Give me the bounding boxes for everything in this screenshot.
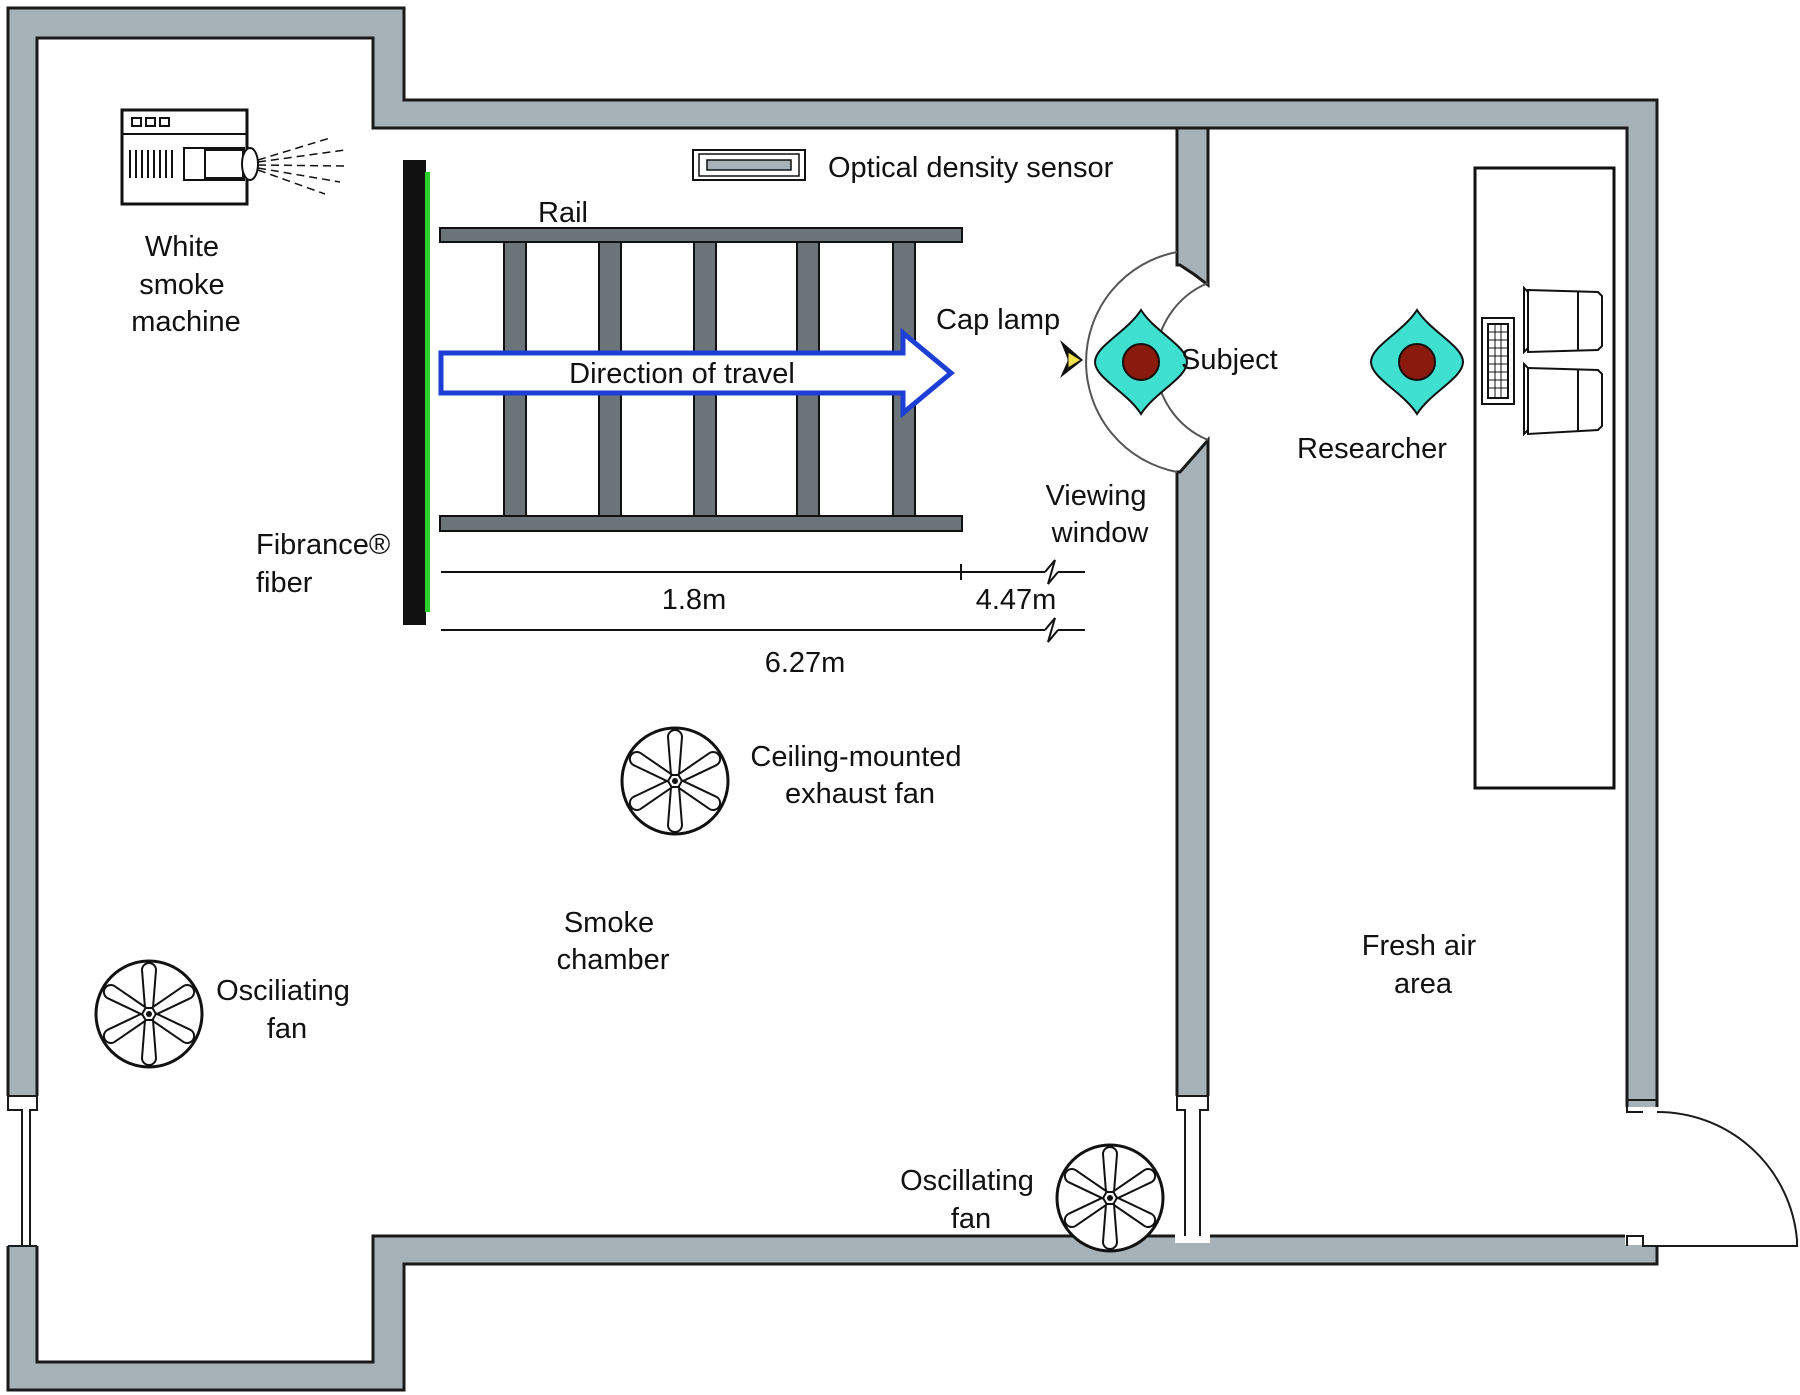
osc-fan-left-line1: Osciliating [216, 975, 350, 1007]
jambs [7, 1095, 1657, 1247]
door-opening [1625, 1107, 1659, 1245]
optical-sensor-icon [692, 149, 806, 181]
walls [6, 6, 1798, 1392]
fresh-air-line1: Fresh air [1362, 930, 1477, 962]
oscillating-fan-left-icon [94, 959, 204, 1069]
subject-label: Subject [1181, 344, 1278, 376]
fibrance-label: Fibrance® fiber [256, 529, 398, 599]
fibrance-label-line2: fiber [256, 567, 313, 599]
cap-lamp-label: Cap lamp [936, 304, 1060, 336]
viewing-window-line1: Viewing [1045, 480, 1146, 512]
smoke-machine-label-line2: smoke [139, 269, 224, 301]
subject-person-icon [1094, 309, 1188, 415]
smoke-chamber-line2: chamber [557, 944, 670, 976]
osc-fan-bottom-label: Oscillating fan [900, 1165, 1042, 1235]
smoke-machine-icon [120, 108, 346, 206]
dimension-short: 1.8m [662, 584, 726, 616]
osc-fan-bottom-line2: fan [951, 1203, 991, 1235]
exhaust-fan-line1: Ceiling-mounted [750, 741, 961, 773]
fibrance-fiber-light [425, 172, 430, 612]
fibrance-fiber-bar [403, 160, 426, 625]
optical-sensor-label: Optical density sensor [828, 152, 1114, 184]
osc-fan-left-label: Osciliating fan [216, 975, 358, 1045]
direction-arrow [438, 327, 955, 419]
direction-label: Direction of travel [569, 358, 795, 390]
smoke-chamber-label: Smoke chamber [557, 907, 670, 976]
researcher-person-icon [1370, 309, 1464, 415]
researcher-label: Researcher [1297, 433, 1447, 465]
partition-wall-upper [1175, 126, 1210, 289]
desk [1473, 166, 1616, 790]
door-icon [1656, 1110, 1798, 1247]
smoke-chamber-line1: Smoke [564, 907, 654, 939]
exhaust-fan-icon [620, 726, 730, 836]
fibrance-label-line1: Fibrance® [256, 529, 390, 561]
exhaust-fan-label: Ceiling-mounted exhaust fan [750, 741, 969, 810]
smoke-machine-label-line1: White [145, 231, 219, 263]
smoke-machine-label-line3: machine [131, 306, 241, 338]
computer-icon [1481, 317, 1515, 405]
rail-label: Rail [538, 197, 588, 229]
smoke-machine-label: White smoke machine [131, 231, 241, 338]
osc-fan-left-line2: fan [267, 1013, 307, 1045]
exhaust-fan-line2: exhaust fan [785, 778, 935, 810]
fresh-air-line2: area [1394, 968, 1453, 1000]
oscillating-fan-bottom-icon [1055, 1143, 1165, 1253]
fresh-air-label: Fresh air area [1362, 930, 1484, 1000]
partition-opening [1175, 1096, 1210, 1243]
osc-fan-bottom-line1: Oscillating [900, 1165, 1034, 1197]
viewing-window-label: Viewing window [1045, 480, 1154, 549]
monitor-icon [1523, 285, 1603, 437]
dimension-lines [441, 559, 1085, 643]
dimension-total: 6.27m [765, 647, 846, 679]
viewing-window-line2: window [1051, 517, 1150, 549]
dimension-mid: 4.47m [976, 584, 1057, 616]
cap-lamp-icon [1060, 340, 1083, 378]
outer-wall [6, 6, 1659, 1392]
